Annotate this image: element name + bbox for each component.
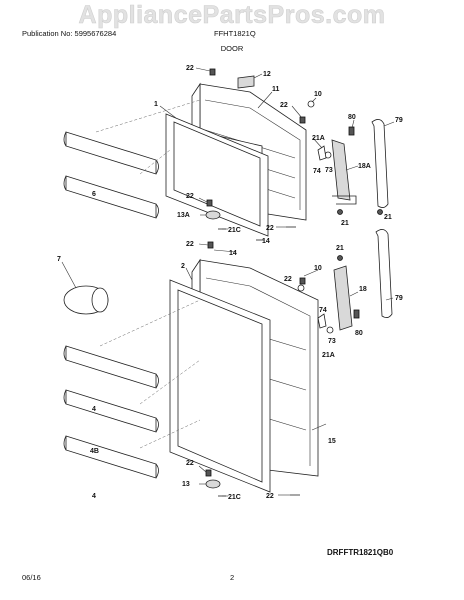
part-12-plate: [237, 75, 255, 89]
callout-21A: 21A: [322, 352, 335, 359]
part-74-cam: [317, 313, 327, 329]
callout-74: 74: [313, 168, 321, 175]
lower-handle-79: [375, 229, 393, 318]
callout-79: 79: [395, 117, 403, 124]
callout-2: 2: [181, 263, 185, 270]
callout-13A: 13A: [177, 212, 190, 219]
watermark: AppliancePartsPros.com: [78, 1, 386, 30]
callout-10: 10: [314, 91, 322, 98]
footer-date: 06/16: [22, 573, 41, 582]
callout-14: 14: [229, 250, 237, 257]
diagram-code: DRFFTR1821QB0: [327, 548, 394, 557]
callout-14: 14: [262, 238, 270, 245]
callout-22: 22: [186, 193, 194, 200]
part-22-plug: [205, 469, 212, 477]
part-21-screw: [337, 209, 343, 215]
part-80-bushing: [348, 126, 355, 136]
part-21-screw: [337, 255, 343, 261]
callout-22: 22: [186, 241, 194, 248]
callout-21C: 21C: [228, 494, 241, 501]
part-74-cam: [317, 145, 327, 161]
callout-4: 4: [92, 406, 96, 413]
callout-18: 18: [359, 286, 367, 293]
callout-73: 73: [328, 338, 336, 345]
model-number: FFHT1821Q: [214, 29, 256, 38]
callout-22: 22: [284, 276, 292, 283]
callout-22: 22: [186, 460, 194, 467]
callout-11: 11: [272, 86, 280, 93]
upper-shelf-bin-6: [63, 131, 159, 219]
callout-80: 80: [348, 114, 356, 121]
callout-21A: 21A: [312, 135, 325, 142]
callout-7: 7: [57, 256, 61, 263]
callout-79: 79: [395, 295, 403, 302]
callout-73: 73: [325, 167, 333, 174]
part-80-bushing: [353, 309, 360, 319]
callout-21C: 21C: [228, 227, 241, 234]
part-22-plug: [207, 241, 214, 249]
part-73-washer: [326, 326, 334, 334]
callout-1: 1: [154, 101, 158, 108]
callout-6: 6: [92, 191, 96, 198]
lower-hinge-18: [333, 265, 353, 331]
callout-22: 22: [280, 102, 288, 109]
callout-21: 21: [341, 220, 349, 227]
callout-10: 10: [314, 265, 322, 272]
part-22-plug: [206, 199, 213, 207]
part-22-plug: [299, 277, 306, 285]
part-10-screw: [307, 100, 315, 108]
part-13A-hinge-cover: [205, 210, 221, 220]
part-13-hinge-cover: [205, 479, 221, 489]
callout-18A: 18A: [358, 163, 371, 170]
callout-4B: 4B: [90, 448, 99, 455]
dairy-container-7: [63, 285, 109, 315]
upper-hinge-18A: [331, 139, 351, 201]
part-10-screw: [297, 284, 305, 292]
section-title: DOOR: [220, 44, 244, 53]
callout-80: 80: [355, 330, 363, 337]
part-22-plug: [209, 68, 216, 76]
callout-12: 12: [263, 71, 271, 78]
callout-74: 74: [319, 307, 327, 314]
callout-22: 22: [266, 493, 274, 500]
callout-21: 21: [336, 245, 344, 252]
callout-22: 22: [186, 65, 194, 72]
callout-15: 15: [328, 438, 336, 445]
part-22-plug: [299, 116, 306, 124]
callout-13: 13: [182, 481, 190, 488]
part-21-screw: [377, 209, 383, 215]
callout-22: 22: [266, 225, 274, 232]
lower-shelf-bins: [63, 345, 159, 479]
leader-lines: [61, 67, 395, 497]
callout-4: 4: [92, 493, 96, 500]
publication-number: Publication No: 5995676284: [22, 29, 117, 38]
footer-page-number: 2: [230, 573, 235, 582]
callout-21: 21: [384, 214, 392, 221]
upper-handle-79: [371, 119, 389, 208]
